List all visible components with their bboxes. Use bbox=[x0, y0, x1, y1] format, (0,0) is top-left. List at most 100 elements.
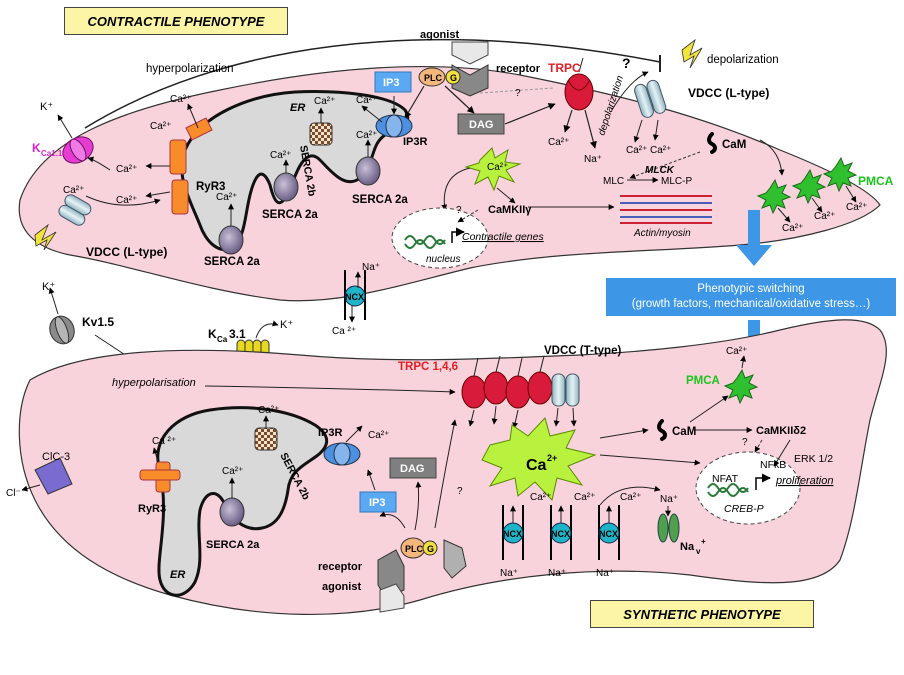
ncx-middle bbox=[344, 270, 366, 320]
ncx-bottom-label: NCX bbox=[503, 529, 522, 539]
ip3-label: IP3 bbox=[383, 77, 400, 89]
g-bottom-label: G bbox=[427, 544, 434, 554]
bottom-er bbox=[156, 406, 329, 597]
question-mark-3: ? bbox=[456, 205, 462, 216]
ca-label: Ca²⁺ bbox=[216, 192, 237, 203]
ca-label: Ca²⁺ bbox=[63, 185, 84, 196]
nav-sup: + bbox=[701, 537, 706, 546]
ca-middle-label: Ca ²⁺ bbox=[332, 326, 356, 337]
serca2b-bottom-label: SERCA 2b bbox=[277, 451, 312, 502]
vdcc-left-label: VDCC (L-type) bbox=[86, 245, 167, 259]
kca11-channel bbox=[62, 136, 94, 164]
calmodulin-bottom-icon bbox=[657, 419, 667, 441]
ca-label: Ca²⁺ bbox=[782, 223, 803, 234]
phenotypic-switching-box: Phenotypic switching (growth factors, me… bbox=[606, 278, 896, 316]
dag-box bbox=[457, 113, 505, 135]
ca-label: Ca²⁺ bbox=[530, 492, 551, 503]
ryr3-top bbox=[169, 117, 213, 215]
dag-bottom-label: DAG bbox=[400, 463, 424, 475]
question-mark-bottom-1: ? bbox=[457, 486, 463, 497]
calmodulin-icon bbox=[707, 132, 717, 154]
contractile-genes-label: Contractile genes bbox=[462, 231, 544, 243]
agonist-bottom-icon bbox=[379, 583, 405, 613]
ca-label: Ca²⁺ bbox=[574, 492, 595, 503]
na-label: Na⁺ bbox=[660, 494, 678, 505]
switching-line2: (growth factors, mechanical/oxidative st… bbox=[631, 298, 871, 310]
dag-box-bottom bbox=[389, 457, 437, 479]
kca11-label: K bbox=[32, 141, 41, 155]
serca2a-top-label-1: SERCA 2a bbox=[262, 209, 318, 221]
vdcc-channel-bottom bbox=[551, 373, 580, 407]
mlck-label: MLCK bbox=[645, 165, 675, 176]
kca31-sub: Ca bbox=[217, 335, 228, 344]
nav-channel bbox=[657, 513, 680, 543]
creb-label: CREB-P bbox=[724, 503, 764, 515]
erk-label: ERK 1/2 bbox=[794, 453, 833, 465]
dag-label: DAG bbox=[469, 119, 493, 131]
ca-label: Ca ²⁺ bbox=[152, 436, 176, 447]
ca-label: Ca²⁺ bbox=[650, 145, 671, 156]
clc3-channel bbox=[34, 457, 73, 495]
ncx-bottom-label: NCX bbox=[551, 529, 570, 539]
ca-label: Ca²⁺ bbox=[314, 96, 335, 107]
na-label: Na⁺ bbox=[548, 568, 566, 579]
ca-label: Ca²⁺ bbox=[356, 130, 377, 141]
g-protein-bottom-icon bbox=[422, 540, 438, 556]
lightning-icon bbox=[681, 38, 703, 69]
synthetic-phenotype-title: SYNTHETIC PHENOTYPE bbox=[590, 600, 814, 628]
trpc-bottom-label: TRPC 1,4,6 bbox=[398, 361, 458, 373]
camk-bottom-label: CaMKIIδ2 bbox=[756, 425, 806, 437]
plc-label: PLC bbox=[424, 73, 443, 83]
receptor-bottom-label: receptor bbox=[318, 561, 363, 573]
ip3-bottom-label: IP3 bbox=[369, 497, 386, 509]
ca-label: Ca²⁺ bbox=[356, 95, 377, 106]
kca31-number: 3.1 bbox=[229, 327, 246, 341]
k-plus-kv-label: K⁺ bbox=[42, 281, 55, 293]
serca2a-bottom-label: SERCA 2a bbox=[206, 539, 260, 551]
ca-label: Ca²⁺ bbox=[222, 466, 243, 477]
trpc-label: TRPC bbox=[548, 61, 581, 75]
ryr3-top-label: RyR3 bbox=[196, 181, 225, 193]
ca-big-label: Ca bbox=[526, 457, 547, 474]
question-mark-1: ? bbox=[622, 55, 631, 71]
plc-bottom-label: PLC bbox=[405, 544, 424, 554]
depolarization-label: depolarization bbox=[707, 54, 779, 66]
kca11-sub: Ca1.1 bbox=[41, 149, 63, 158]
cam-bottom-label: CaM bbox=[672, 426, 696, 438]
pmca-pump-bottom bbox=[723, 368, 759, 405]
mlc-label: MLC bbox=[603, 176, 624, 187]
ca-label: Ca²⁺ bbox=[270, 150, 291, 161]
clc3-label: ClC-3 bbox=[42, 451, 70, 463]
kv15-label: Kv1.5 bbox=[82, 315, 114, 329]
cam-top-label: CaM bbox=[722, 139, 746, 151]
g-protein-icon bbox=[445, 69, 461, 85]
na-label: Na⁺ bbox=[584, 154, 602, 165]
cl-label: Cl⁻ bbox=[6, 488, 21, 499]
serca2a-top-label-2: SERCA 2a bbox=[352, 194, 408, 206]
er-top-label: ER bbox=[290, 102, 305, 114]
contractile-phenotype-title: CONTRACTILE PHENOTYPE bbox=[64, 7, 288, 35]
ca-label: Ca²⁺ bbox=[626, 145, 647, 156]
ncx-middle-label: NCX bbox=[345, 292, 364, 302]
ca-label: Ca²⁺ bbox=[548, 137, 569, 148]
k-plus-top: K⁺ bbox=[40, 101, 53, 113]
trpc-channel-top bbox=[564, 57, 594, 111]
pmca-pumps-top bbox=[756, 156, 858, 215]
na-label: Na⁺ bbox=[596, 568, 614, 579]
calcium-burst-bottom bbox=[481, 417, 597, 502]
ca-big-sup: 2+ bbox=[547, 453, 557, 463]
hyperpolarization-label: hyperpolarization bbox=[146, 63, 234, 75]
switching-line1: Phenotypic switching bbox=[697, 283, 805, 295]
k-plus-kca31-label: K⁺ bbox=[280, 319, 293, 331]
vdcc-channel-left bbox=[58, 194, 92, 226]
vdcc-channel-top-right bbox=[634, 79, 667, 118]
ca-label: Ca²⁺ bbox=[726, 346, 747, 357]
er-bottom-label: ER bbox=[170, 569, 185, 581]
agonist-label: agonist bbox=[420, 29, 459, 41]
question-mark-bottom-2: ? bbox=[742, 437, 748, 448]
plc-icon bbox=[418, 67, 446, 87]
ca-label: Ca²⁺ bbox=[150, 121, 171, 132]
